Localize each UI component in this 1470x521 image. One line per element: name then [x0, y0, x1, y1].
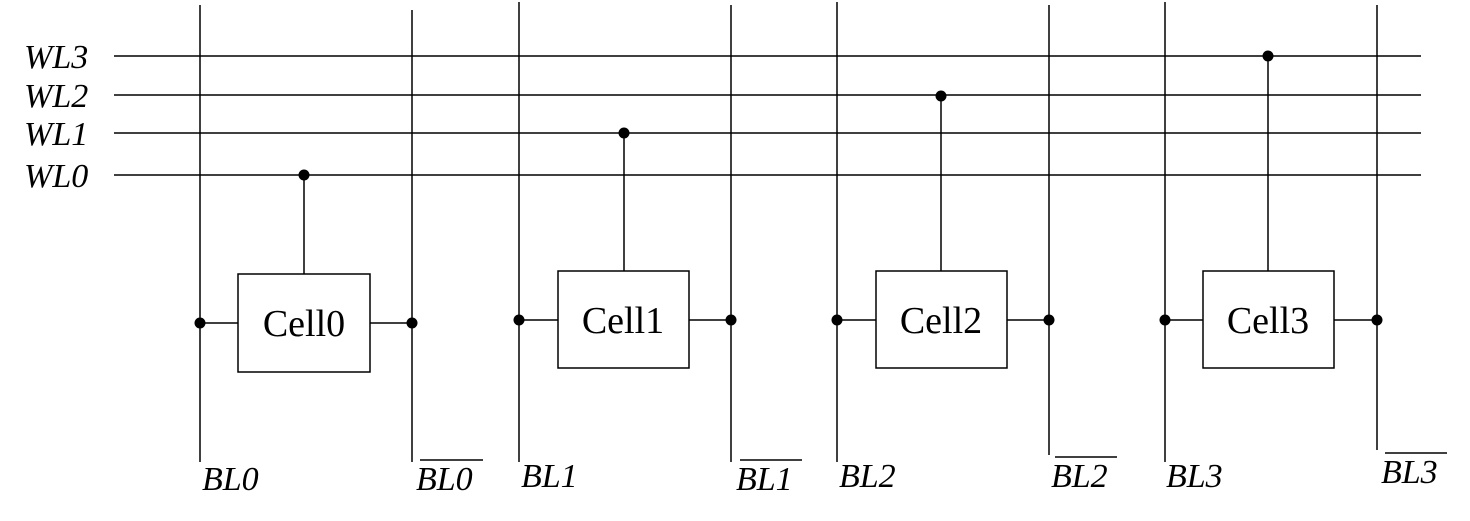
bit-line-label-bl1: BL1 — [521, 458, 578, 495]
cell2-bit-line-junction — [831, 314, 843, 326]
cell-group-0: Cell0 BL0 BL0 — [194, 5, 483, 498]
bit-line-bar-label-bl3: BL3 — [1381, 454, 1438, 491]
bit-line-bar-label-bl1: BL1 — [736, 461, 793, 498]
word-line-label-wl2: WL2 — [24, 78, 88, 115]
cell1-word-line-junction — [618, 127, 630, 139]
cell3-word-line-junction — [1262, 50, 1274, 62]
cell3-label: Cell3 — [1227, 300, 1309, 342]
bit-line-label-bl2: BL2 — [839, 458, 896, 495]
cell1-label: Cell1 — [582, 300, 664, 342]
bit-line-label-bl0: BL0 — [202, 461, 259, 498]
cell1-bit-line-junction — [513, 314, 525, 326]
cell2-label: Cell2 — [900, 300, 982, 342]
cell2-word-line-junction — [935, 90, 947, 102]
cell2-bit-line-bar-junction — [1043, 314, 1055, 326]
word-lines: WL3 WL2 WL1 WL0 — [24, 39, 1421, 195]
cell3-bit-line-bar-junction — [1371, 314, 1383, 326]
word-line-label-wl3: WL3 — [24, 39, 88, 76]
cell0-box — [237, 273, 371, 373]
cell-group-3: Cell3 BL3 BL3 — [1159, 2, 1447, 495]
cell1-box — [557, 270, 690, 369]
cell0-bit-line-junction — [194, 317, 206, 329]
word-line-label-wl1: WL1 — [24, 116, 88, 153]
cell0-label: Cell0 — [263, 303, 345, 345]
word-line-label-wl0: WL0 — [24, 158, 88, 195]
cell3-bit-line-junction — [1159, 314, 1171, 326]
cell2-box — [875, 270, 1008, 369]
cell1-bit-line-bar-junction — [725, 314, 737, 326]
cell-group-2: Cell2 BL2 BL2 — [831, 2, 1117, 495]
bit-line-bar-label-bl0: BL0 — [416, 461, 473, 498]
bit-line-label-bl3: BL3 — [1166, 458, 1223, 495]
bit-line-bar-label-bl2: BL2 — [1051, 458, 1108, 495]
cell-group-1: Cell1 BL1 BL1 — [513, 2, 802, 498]
cell0-word-line-junction — [298, 169, 310, 181]
cell3-box — [1202, 270, 1335, 369]
cell0-bit-line-bar-junction — [406, 317, 418, 329]
